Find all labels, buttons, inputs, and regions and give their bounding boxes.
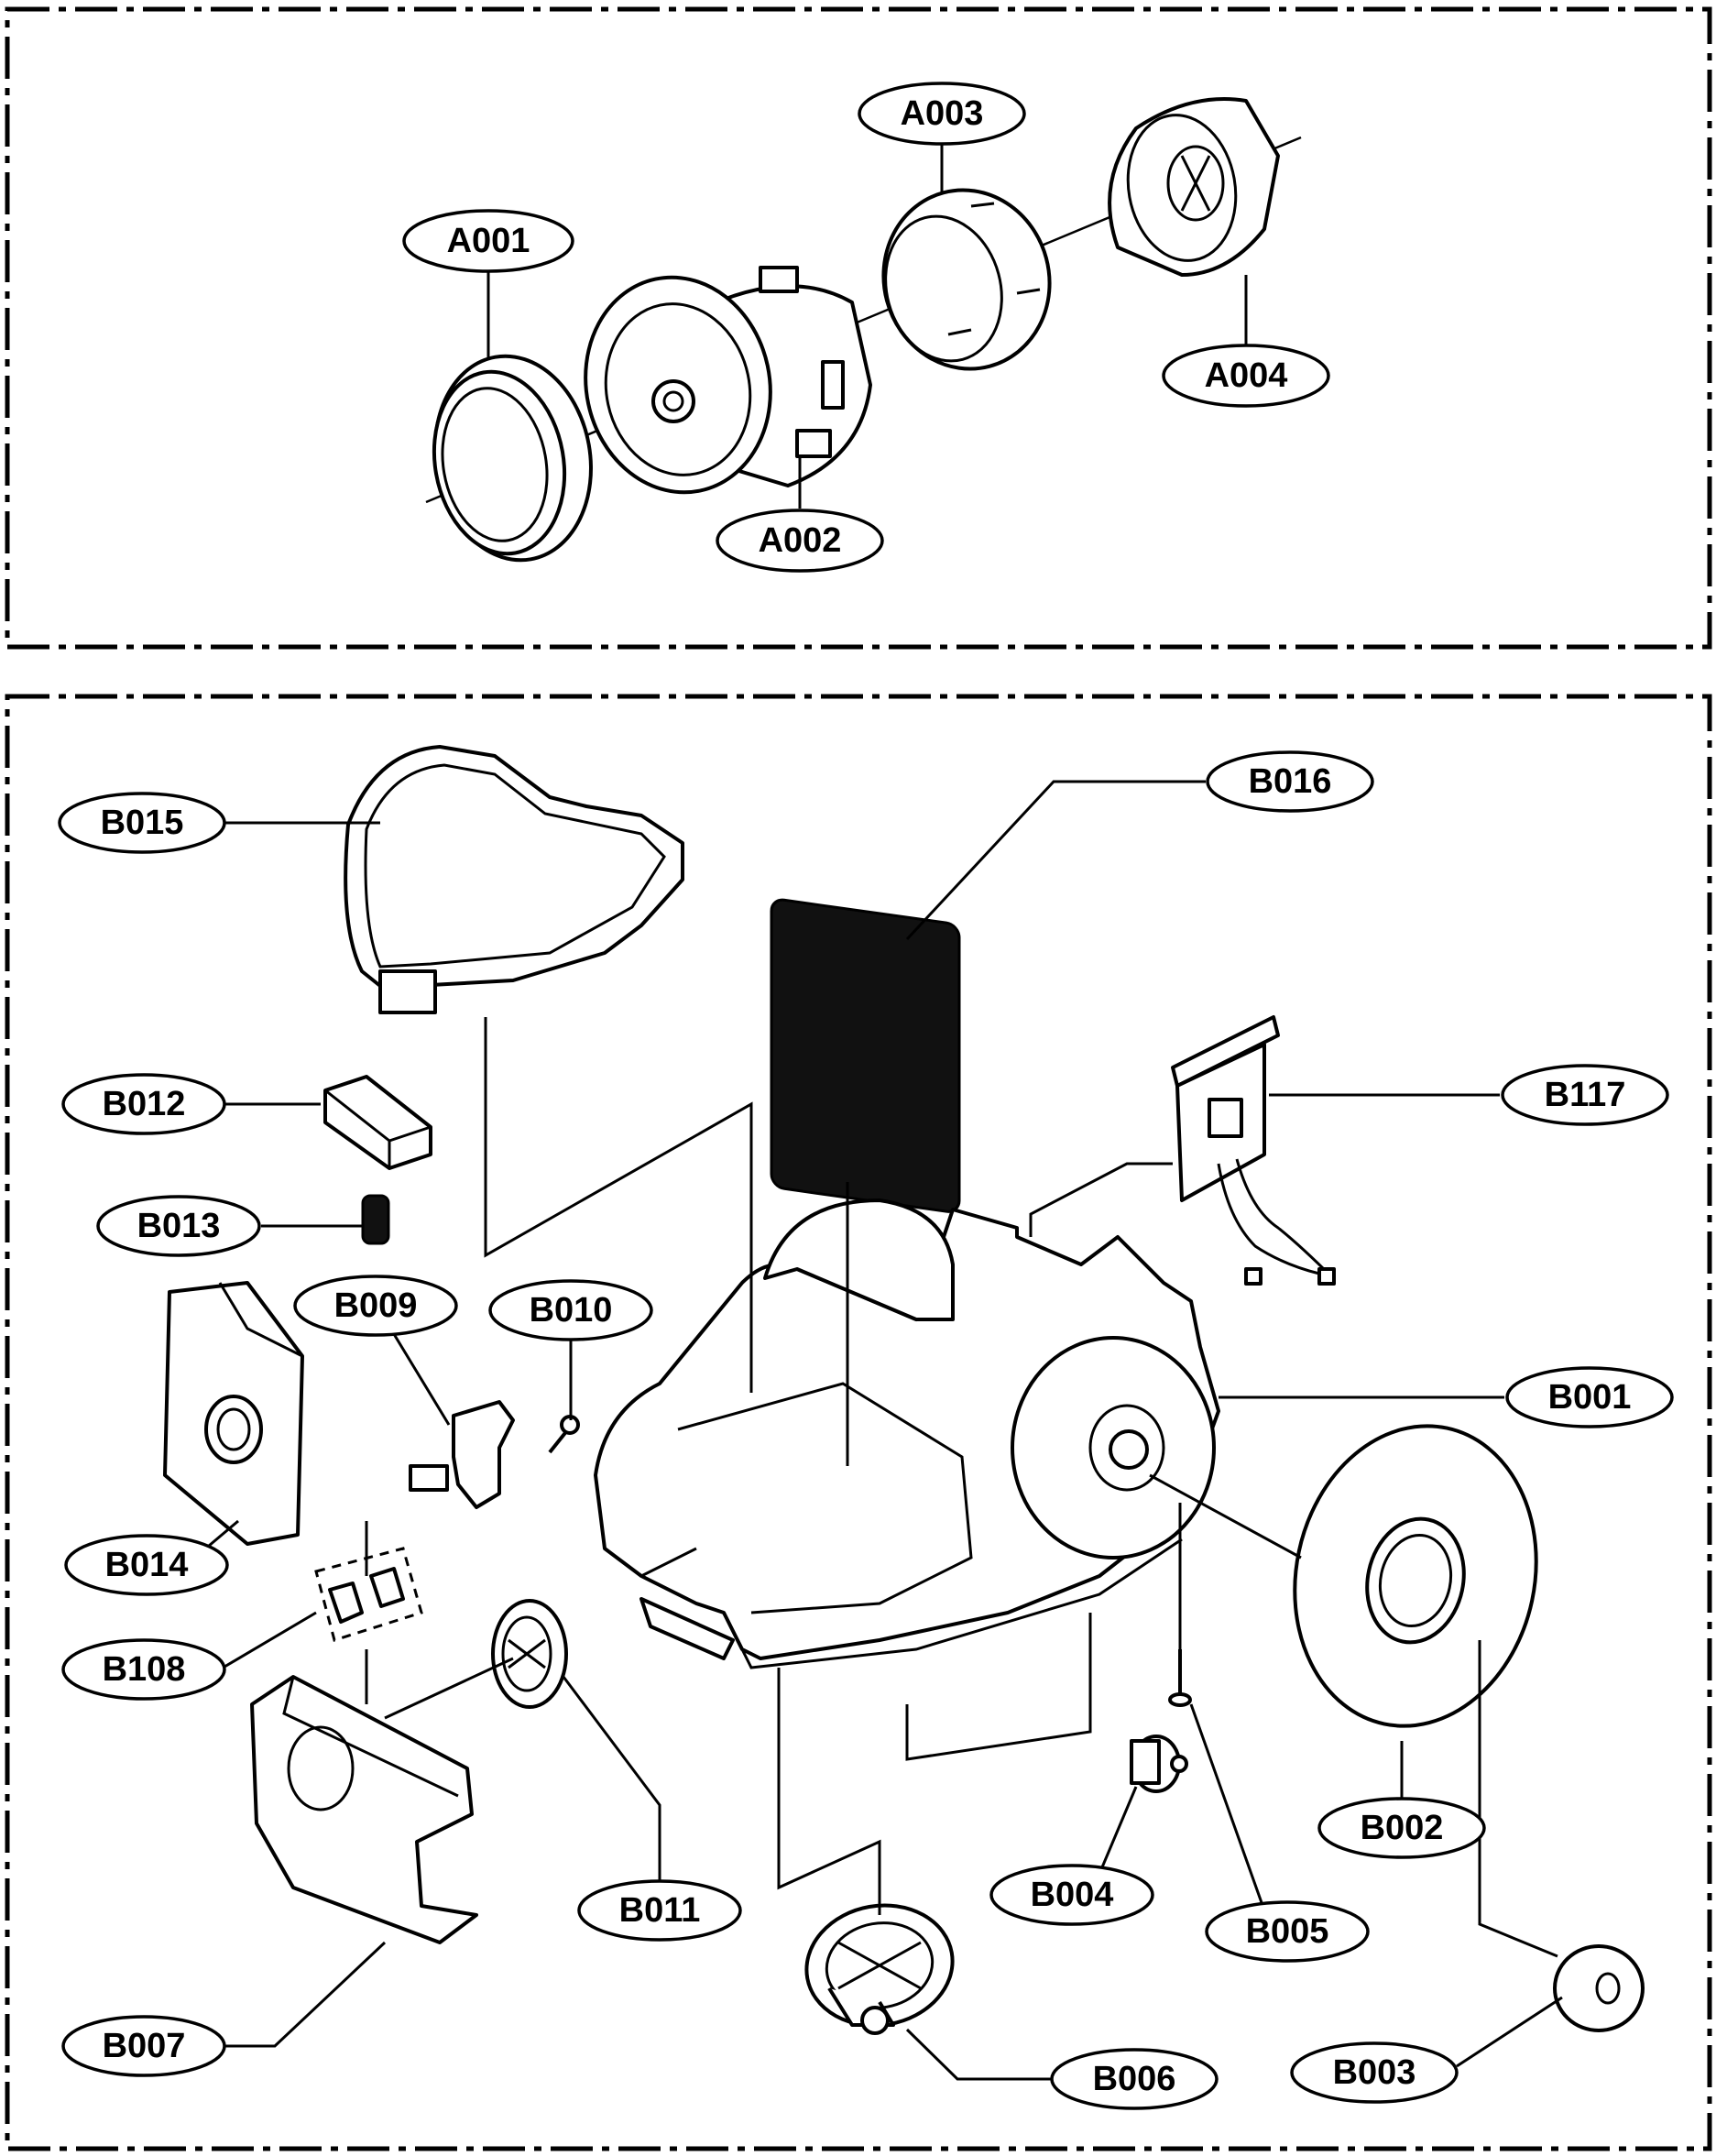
part-b005-screw: [1168, 1649, 1192, 1707]
leader-b004: [1098, 1786, 1138, 1875]
callout-b014-label: B014: [105, 1546, 189, 1584]
callout-b016: B016: [1206, 750, 1374, 813]
leader-b016: [905, 780, 1206, 941]
leader-b003: [1456, 1996, 1563, 2068]
body-assembly: [163, 745, 1645, 2081]
callout-b108: B108: [61, 1638, 226, 1701]
part-b015-gasket: [344, 745, 684, 1014]
assembly-guide-lines: [365, 1017, 1558, 1958]
callout-b007-label: B007: [103, 2027, 186, 2065]
callout-b009: B009: [293, 1275, 458, 1337]
callout-b016-label: B016: [1249, 762, 1332, 801]
motor-assembly: [425, 97, 1302, 563]
callout-a003-label: A003: [901, 94, 984, 133]
part-b001-main-body: [594, 1198, 1220, 1669]
callout-b001-label: B001: [1548, 1378, 1632, 1417]
callout-b009-label: B009: [334, 1286, 418, 1325]
callout-b012: B012: [61, 1073, 226, 1135]
part-b012-latch: [323, 1075, 432, 1170]
callout-a004-label: A004: [1205, 356, 1288, 395]
callout-b006-label: B006: [1093, 2060, 1176, 2098]
callout-b006: B006: [1050, 2048, 1219, 2110]
callout-b002-label: B002: [1361, 1809, 1444, 1847]
part-b011-wheel: [491, 1599, 568, 1709]
part-b117-pcb: [1171, 1015, 1336, 1286]
callout-b117: B117: [1501, 1064, 1669, 1126]
callout-a001: A001: [402, 209, 574, 273]
callout-a002-label: A002: [759, 521, 842, 560]
part-b002-side-cover: [1293, 1424, 1538, 1728]
part-a002-motor: [584, 266, 872, 495]
leader-b007: [224, 1941, 387, 2048]
callout-b011-label: B011: [619, 1891, 701, 1930]
callout-b117-label: B117: [1545, 1076, 1626, 1114]
part-b004-knob: [1130, 1735, 1188, 1793]
part-b007-bumper: [250, 1675, 478, 1944]
callout-b005-label: B005: [1246, 1912, 1329, 1951]
callout-b011: B011: [577, 1879, 742, 1942]
callout-b007: B007: [61, 2015, 226, 2077]
callout-a003: A003: [858, 82, 1026, 146]
callout-b108-label: B108: [103, 1650, 186, 1689]
part-b014-plate: [163, 1281, 304, 1546]
part-b013-spring: [361, 1194, 390, 1245]
callout-b010: B010: [488, 1279, 653, 1341]
callout-b001: B001: [1505, 1366, 1674, 1428]
motor-terminal: [759, 266, 799, 293]
callout-b005: B005: [1205, 1900, 1370, 1963]
callout-b004: B004: [989, 1864, 1154, 1926]
callout-b013: B013: [96, 1195, 261, 1257]
callout-b015: B015: [58, 792, 226, 854]
part-b006-caster: [804, 1903, 955, 2035]
callout-b004-label: B004: [1031, 1876, 1114, 1914]
callout-b003: B003: [1290, 2041, 1459, 2104]
callout-b002: B002: [1317, 1797, 1486, 1859]
leader-b108: [219, 1611, 317, 1671]
callout-a004: A004: [1162, 344, 1330, 408]
part-b016-filter-pad: [770, 898, 961, 1213]
callout-a002: A002: [716, 509, 884, 573]
part-b003-cap: [1553, 1944, 1645, 2032]
callout-b015-label: B015: [101, 804, 184, 842]
callout-a001-label: A001: [447, 222, 530, 260]
part-b010-screw: [548, 1415, 580, 1454]
callout-b014: B014: [64, 1534, 229, 1596]
part-a001-ring: [432, 354, 593, 563]
callout-b013-label: B013: [137, 1207, 221, 1245]
callout-b010-label: B010: [530, 1291, 613, 1330]
part-a004-cover: [1108, 97, 1280, 277]
leader-b005: [1189, 1703, 1266, 1911]
callout-b003-label: B003: [1333, 2053, 1416, 2092]
part-a003-collar: [881, 188, 1052, 371]
leader-b006: [905, 2028, 1051, 2081]
motor-assembly-frame: [5, 6, 1712, 650]
leader-b011: [562, 1676, 661, 1882]
leader-b009: [392, 1333, 451, 1426]
callout-b012-label: B012: [103, 1085, 186, 1123]
body-assembly-frame: [5, 694, 1712, 2151]
part-b009-switch: [409, 1400, 515, 1509]
part-b108-buttons: [314, 1547, 423, 1642]
